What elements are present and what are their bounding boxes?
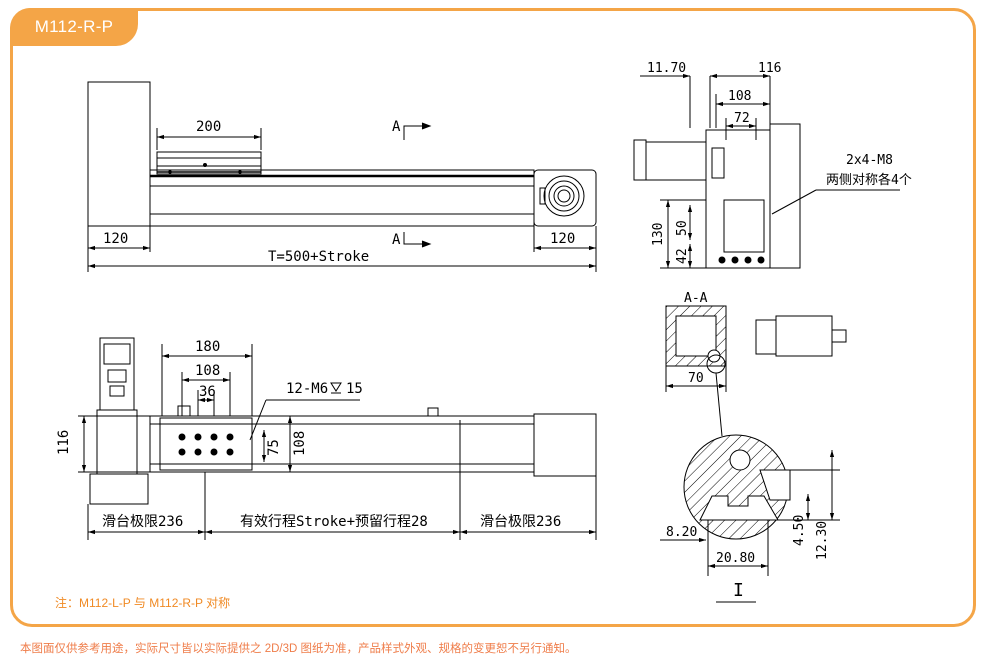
dim-42: 42 [675, 248, 690, 264]
dim-4-50: 4.50 [792, 515, 807, 546]
dim-20-80: 20.80 [716, 551, 755, 566]
end-cap-top [533, 169, 597, 227]
dim-108-end: 108 [728, 89, 751, 104]
dim-116-end: 116 [758, 61, 781, 76]
dim-total-length: T=500+Stroke [268, 249, 369, 265]
label-slide-limit-left: 滑台极限236 [102, 513, 183, 530]
dim-200: 200 [196, 119, 221, 135]
section-view [665, 305, 847, 437]
end-view [633, 73, 900, 269]
end-view-labels: 11.70 116 108 72 130 50 42 2x4-M8 两侧对称各4… [647, 61, 912, 264]
section-title: A-A [684, 291, 708, 306]
model-tag: M112-R-P [10, 8, 138, 46]
dim-8-20: 8.20 [666, 525, 697, 540]
detail-view [660, 434, 840, 603]
dim-180: 180 [195, 339, 220, 355]
hole-callout: 12-M6 [286, 381, 328, 397]
carriage-front [159, 417, 253, 471]
section-mark-bottom: A [392, 232, 401, 248]
drawing-frame [10, 8, 976, 627]
dim-75: 75 [266, 439, 282, 456]
end-plate [705, 129, 771, 269]
label-stroke: 有效行程Stroke+预留行程28 [240, 514, 428, 530]
section-mark-top: A [392, 119, 401, 135]
front-view-labels: 180 108 36 12-M6 15 116 75 108 滑台极限236 有… [56, 339, 561, 530]
dim-70: 70 [688, 371, 704, 386]
dim-50: 50 [675, 220, 690, 236]
carriage-top [156, 151, 262, 175]
bearing-circle [543, 175, 585, 217]
symmetry-note: 注：M112-L-P 与 M112-R-P 对称 [55, 596, 231, 610]
dim-116-front: 116 [56, 430, 72, 455]
front-view [78, 337, 597, 540]
detail-label: I [733, 580, 744, 601]
top-view [87, 81, 597, 272]
thread-callout: 2x4-M8 [846, 153, 893, 168]
depth-symbol-icon [330, 382, 342, 392]
label-slide-limit-right: 滑台极限236 [480, 513, 561, 530]
dim-72: 72 [734, 111, 750, 126]
thread-note: 两侧对称各4个 [826, 172, 912, 188]
dim-108-side: 108 [292, 431, 308, 456]
disclaimer-text: 本图面仅供参考用途，实际尺寸皆以实际提供之 2D/3D 图纸为准，产品样式外观、… [20, 643, 577, 655]
section-view-labels: A-A 70 [684, 291, 708, 386]
motor-block-top [87, 81, 151, 227]
dim-130: 130 [651, 223, 666, 246]
top-view-labels: 200 120 120 T=500+Stroke A A [103, 119, 575, 265]
mounting-holes [178, 433, 234, 456]
hole-depth: 15 [346, 381, 363, 397]
rail-body-top [149, 169, 535, 227]
dim-12-30: 12.30 [815, 521, 830, 560]
dim-11-70: 11.70 [647, 61, 686, 76]
dim-108-top: 108 [195, 363, 220, 379]
end-block-front [533, 413, 597, 477]
detail-view-labels: 8.20 20.80 4.50 12.30 I [666, 515, 830, 601]
dim-120-right: 120 [550, 231, 575, 247]
dim-36: 36 [199, 384, 216, 400]
dim-120-left: 120 [103, 231, 128, 247]
motor-front [99, 337, 135, 411]
